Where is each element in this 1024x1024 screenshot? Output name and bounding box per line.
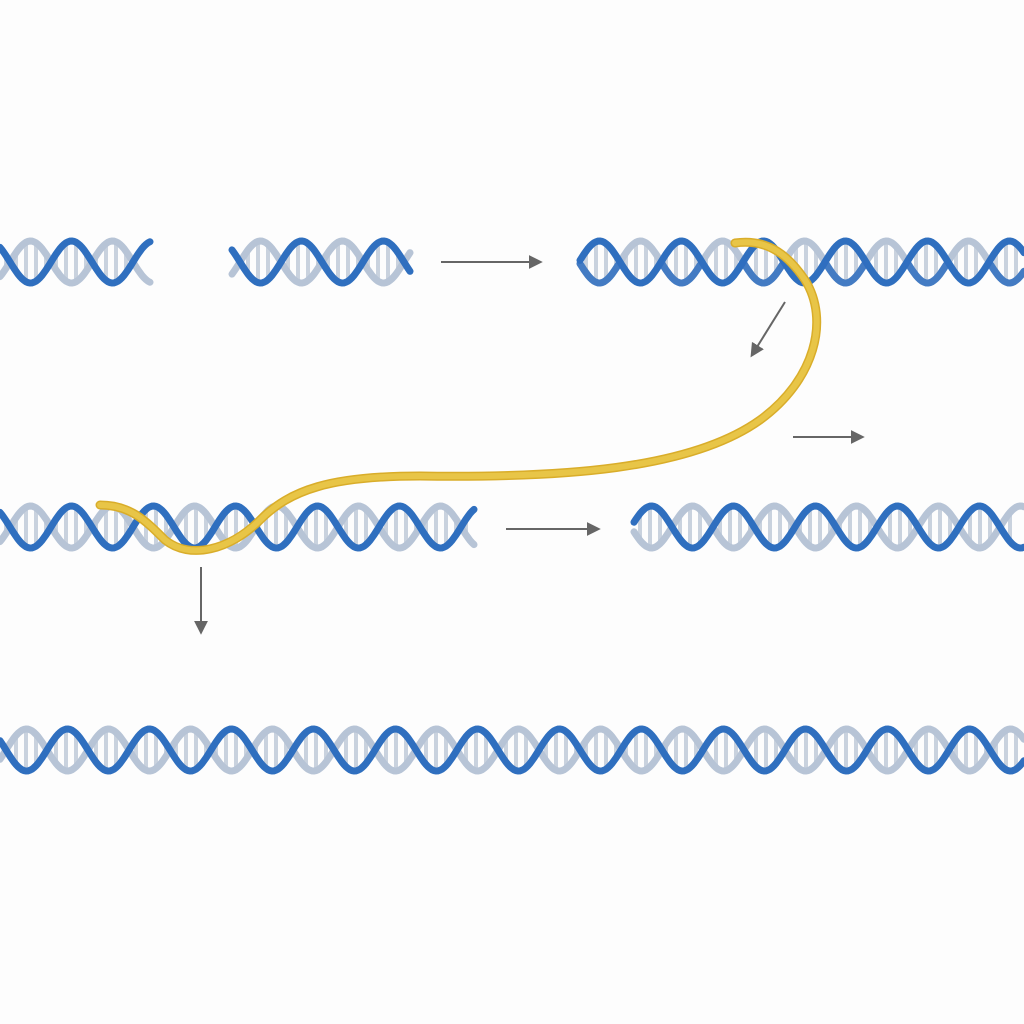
strand-front — [228, 237, 414, 287]
strand-front — [0, 725, 1024, 775]
arrows — [194, 255, 865, 635]
strand-front — [630, 502, 1024, 552]
helix-extended — [630, 502, 1024, 552]
strand-back — [0, 502, 478, 552]
strand-front — [0, 502, 478, 552]
strand-front — [0, 237, 154, 287]
strand-back — [0, 237, 154, 287]
helices — [0, 237, 1024, 775]
helix-broken-end-right — [228, 237, 414, 287]
arrow-down-left — [750, 301, 786, 358]
invading-strands — [95, 237, 822, 555]
strand-back-front-section — [576, 260, 1024, 287]
invading-strand — [97, 239, 820, 554]
invading-strand-shadow — [95, 237, 822, 555]
helix-broken-end-left — [0, 237, 154, 287]
helix-invaded — [576, 237, 1024, 287]
helix-repaired — [0, 725, 1024, 775]
